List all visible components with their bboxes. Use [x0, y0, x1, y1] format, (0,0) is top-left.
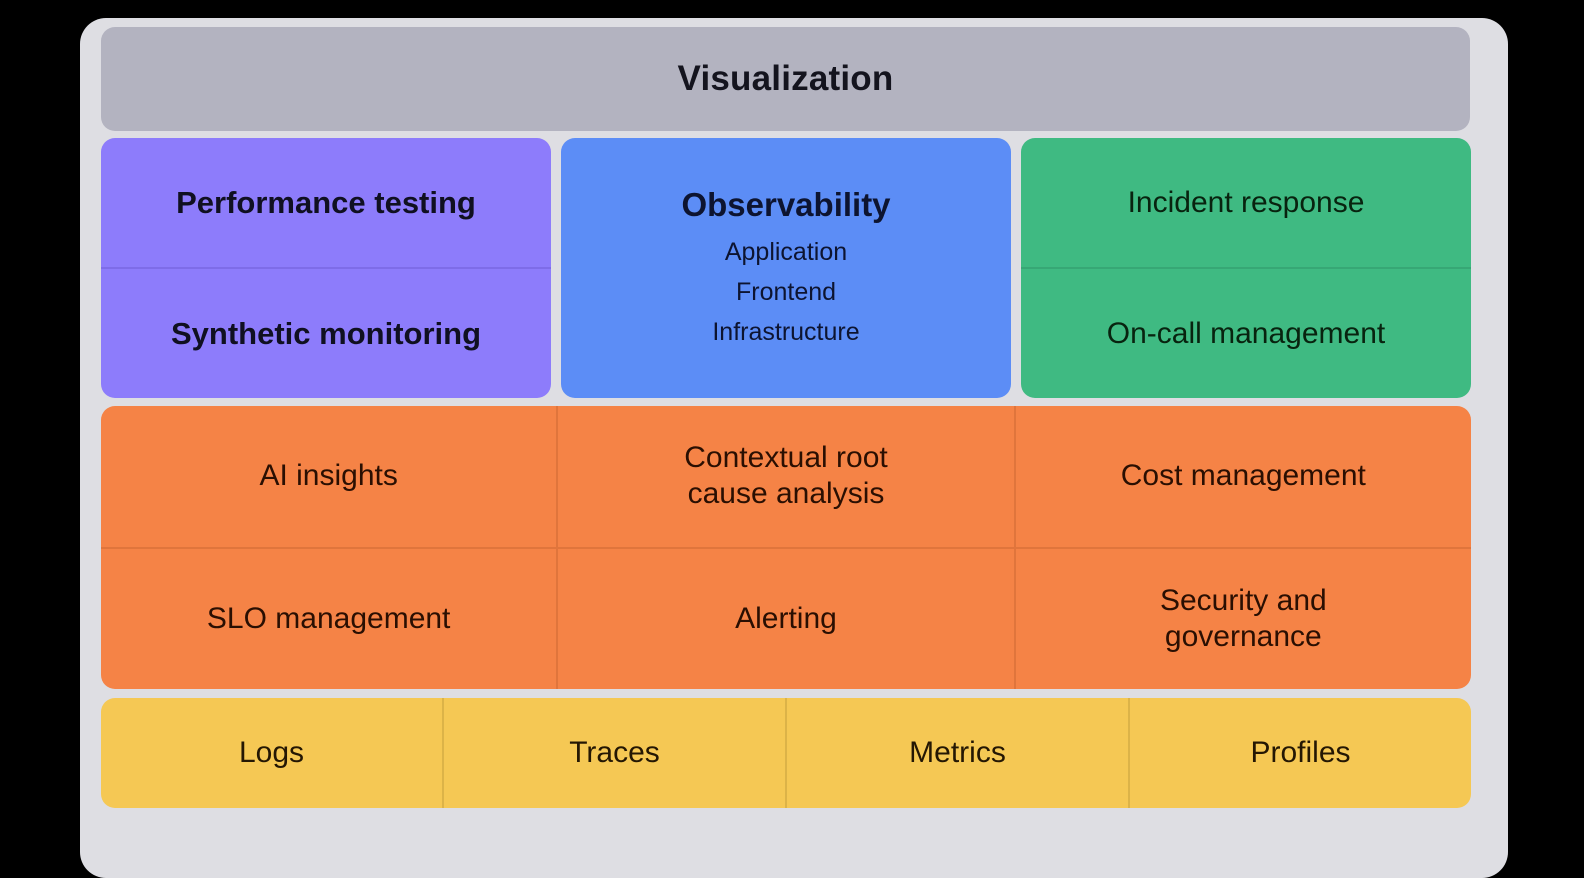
diagram-canvas: Visualization Performance testing Synthe…: [80, 18, 1508, 878]
traces-cell[interactable]: Traces: [442, 698, 785, 808]
visualization-cell: Visualization: [101, 27, 1470, 131]
logs-label: Logs: [238, 736, 305, 769]
observability-infrastructure-label: Infrastructure: [712, 318, 860, 347]
synthetic-monitoring-label: Synthetic monitoring: [171, 315, 481, 351]
on-call-management-cell[interactable]: On-call management: [1021, 267, 1471, 398]
cost-management-label: Cost management: [1120, 459, 1366, 493]
alerting-cell[interactable]: Alerting: [556, 548, 1013, 689]
synthetic-monitoring-cell[interactable]: Synthetic monitoring: [101, 267, 551, 398]
cost-management-cell[interactable]: Cost management: [1013, 406, 1471, 547]
slo-management-label: SLO management: [206, 601, 451, 635]
incident-layer-tile[interactable]: Incident response On-call management: [1021, 138, 1471, 398]
ai-insights-cell[interactable]: AI insights: [101, 406, 556, 547]
profiles-label: Profiles: [1250, 736, 1351, 769]
incident-response-label: Incident response: [1127, 185, 1365, 219]
visualization-label: Visualization: [677, 59, 894, 98]
observability-title: Observability: [681, 185, 891, 223]
observability-application-label: Application: [724, 237, 848, 266]
metrics-label: Metrics: [909, 736, 1006, 769]
profiles-cell[interactable]: Profiles: [1128, 698, 1471, 808]
traces-label: Traces: [569, 736, 660, 769]
observability-frontend-label: Frontend: [735, 277, 837, 306]
logs-cell[interactable]: Logs: [101, 698, 442, 808]
alerting-label: Alerting: [735, 601, 837, 635]
performance-testing-cell[interactable]: Performance testing: [101, 138, 551, 267]
slo-management-cell[interactable]: SLO management: [101, 549, 556, 690]
performance-layer-tile[interactable]: Performance testing Synthetic monitoring: [101, 138, 551, 398]
diagram-frame: Visualization Performance testing Synthe…: [80, 18, 1508, 878]
signals-layer-tile[interactable]: Logs Traces Metrics Profiles: [101, 698, 1471, 808]
visualization-bar[interactable]: Visualization: [101, 27, 1470, 131]
ai-insights-label: AI insights: [259, 459, 398, 493]
metrics-cell[interactable]: Metrics: [785, 698, 1128, 808]
performance-testing-label: Performance testing: [176, 184, 476, 220]
observability-layer-tile[interactable]: Observability Application Frontend Infra…: [561, 138, 1011, 398]
incident-response-cell[interactable]: Incident response: [1021, 138, 1471, 267]
on-call-management-label: On-call management: [1106, 316, 1386, 350]
